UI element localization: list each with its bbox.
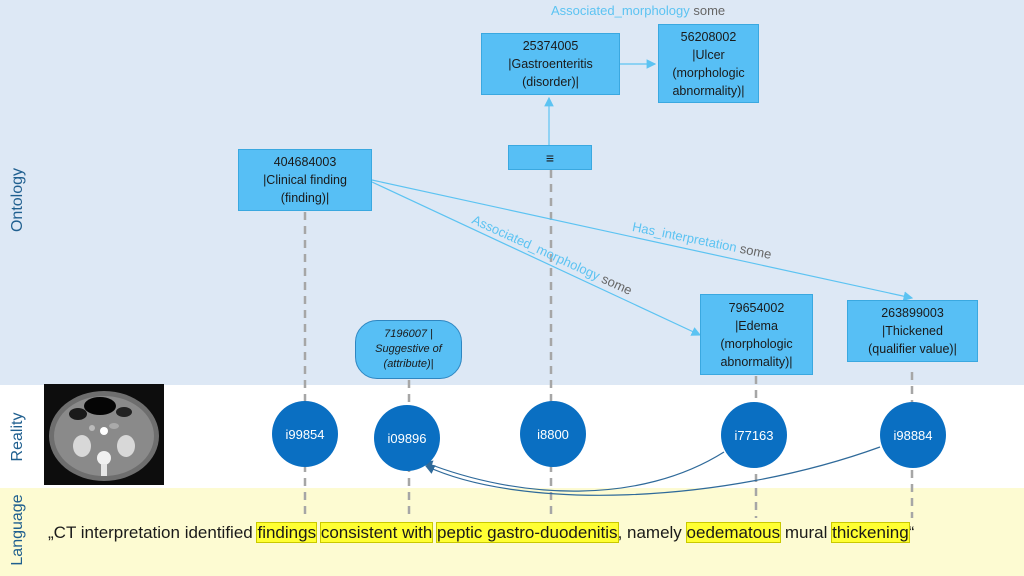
concept-ulcer: 56208002 |Ulcer (morphologic abnormality… xyxy=(658,24,759,103)
ontology-label: Ontology xyxy=(9,167,26,233)
concept-gastroenteritis: 25374005 |Gastroenteritis (disorder)| xyxy=(481,33,620,95)
concept-edema: 79654002 |Edema (morphologic abnormality… xyxy=(700,294,813,375)
sentence-text: “ xyxy=(908,523,915,542)
instance-circle: i8800 xyxy=(520,401,586,467)
ct-scan-image xyxy=(44,384,164,485)
highlight-findings: findings xyxy=(256,522,318,543)
concept-clinical-finding: 404684003 |Clinical finding (finding)| xyxy=(238,149,372,211)
instance-circle: i98884 xyxy=(880,402,946,468)
instance-circle: i77163 xyxy=(721,402,787,468)
sentence-text: „CT interpretation identified xyxy=(48,523,258,542)
instance-circle: i09896 xyxy=(374,405,440,471)
concept-suggestive-of: 7196007 | Suggestive of (attribute)| xyxy=(355,320,462,379)
highlight-thickening: thickening xyxy=(831,522,910,543)
language-label: Language xyxy=(9,494,26,566)
instance-circle: i99854 xyxy=(272,401,338,467)
highlight-peptic-gastro-duodenitis: peptic gastro-duodenitis xyxy=(436,522,619,543)
highlight-oedematous: oedematous xyxy=(685,522,782,543)
concept-thickened: 263899003 |Thickened (qualifier value)| xyxy=(847,300,978,362)
reality-label: Reality xyxy=(9,412,26,462)
equivalence-box: ≡ xyxy=(508,145,592,170)
sentence-text: mural xyxy=(780,523,833,542)
clinical-sentence: „CT interpretation identified findings c… xyxy=(48,522,915,543)
relation-label-top: Associated_morphology some xyxy=(551,3,726,18)
highlight-consistent-with: consistent with xyxy=(319,522,434,543)
sentence-text: , namely xyxy=(617,523,687,542)
